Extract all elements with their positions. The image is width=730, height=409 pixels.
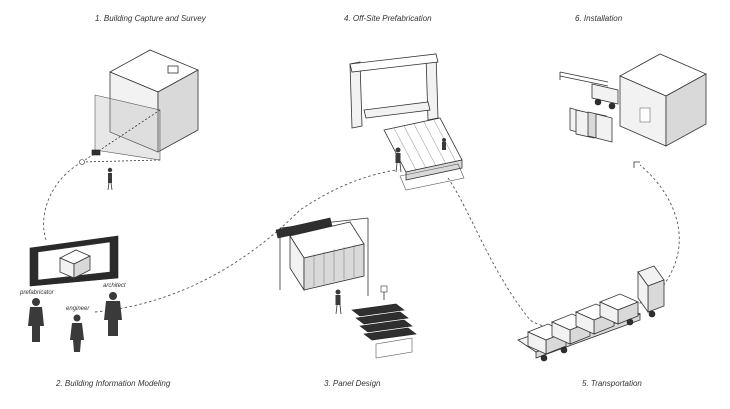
step3-caption: 3. Panel Design	[324, 379, 381, 388]
step4-caption: 4. Off-Site Prefabrication	[344, 14, 432, 23]
panel-slats	[351, 303, 417, 341]
step3-panel-design-illustration	[275, 217, 417, 359]
engineer-figure	[70, 314, 84, 352]
prefabricator-figure	[28, 298, 44, 342]
architect-figure	[104, 292, 122, 336]
transport-crates	[526, 293, 640, 355]
step2-caption: 2. Building Information Modeling	[56, 379, 171, 388]
architect-label: architect	[103, 283, 126, 289]
step6-caption: 6. Installation	[575, 14, 623, 23]
step5-transportation-illustration	[517, 265, 665, 362]
prefab-worker-figure	[395, 147, 402, 173]
step6-installation-illustration	[559, 53, 707, 168]
step4-prefabrication-illustration	[349, 53, 465, 191]
surveyor-figure	[107, 167, 113, 191]
prefabricator-label: prefabricator	[20, 290, 54, 296]
step1-caption: 1. Building Capture and Survey	[95, 14, 206, 23]
step2-bim-illustration	[28, 235, 122, 352]
engineer-label: engineer	[66, 306, 90, 312]
panel-worker-figure	[335, 289, 342, 315]
step1-building-capture-illustration	[79, 49, 199, 191]
step5-caption: 5. Transportation	[582, 379, 642, 388]
